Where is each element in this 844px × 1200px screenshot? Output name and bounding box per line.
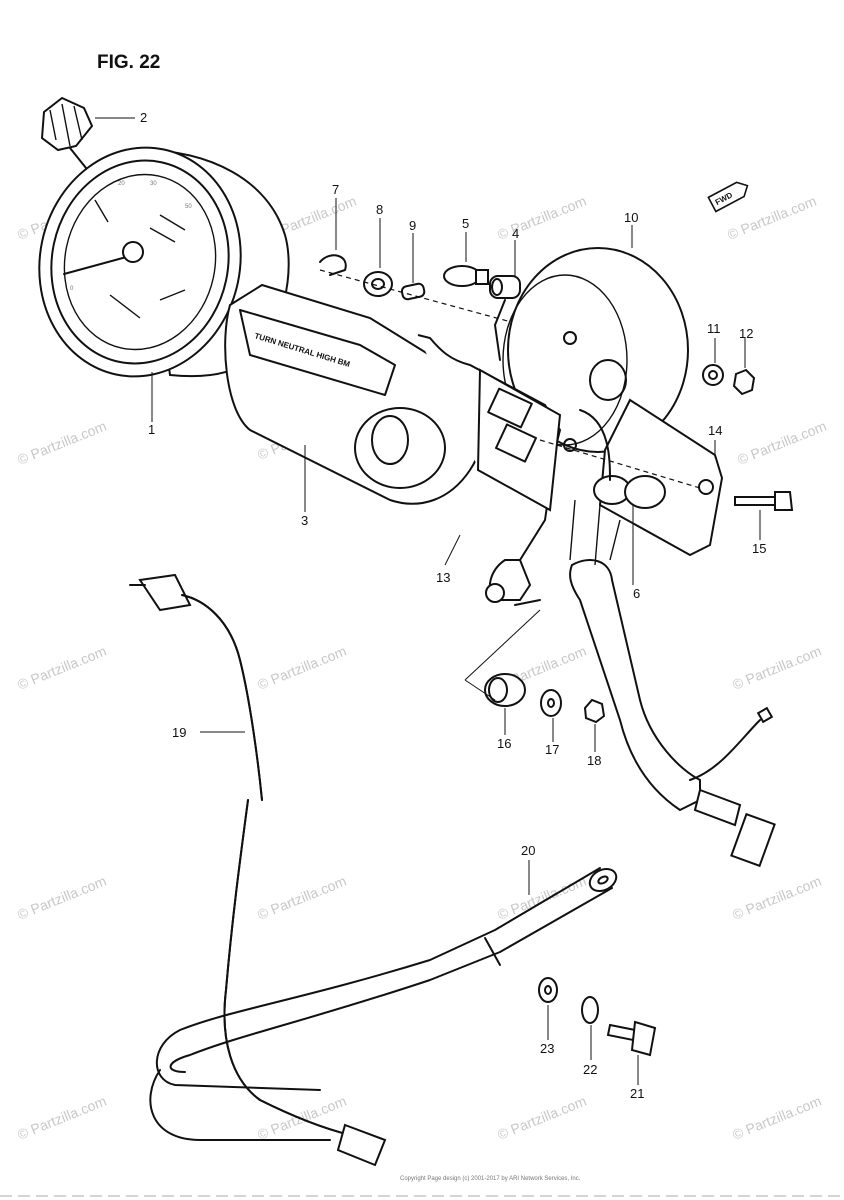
part-7-clip bbox=[319, 254, 347, 276]
watermark: © Partzilla.com bbox=[15, 1093, 108, 1143]
watermark: © Partzilla.com bbox=[15, 873, 108, 923]
part-8-grommet bbox=[363, 271, 393, 297]
watermark: © Partzilla.com bbox=[255, 643, 348, 693]
watermark: © Partzilla.com bbox=[255, 1093, 348, 1143]
callout-14: 14 bbox=[708, 423, 722, 438]
part-17-washer bbox=[540, 689, 562, 717]
part-23-washer bbox=[538, 977, 558, 1003]
callout-23: 23 bbox=[540, 1041, 554, 1056]
watermark: © Partzilla.com bbox=[495, 193, 588, 243]
watermark: © Partzilla.com bbox=[730, 643, 823, 693]
watermark: © Partzilla.com bbox=[255, 873, 348, 923]
callout-10: 10 bbox=[624, 210, 638, 225]
leader-lines bbox=[95, 117, 761, 1085]
watermark: © Partzilla.com bbox=[725, 193, 818, 243]
part-19-speedometer-cable bbox=[129, 573, 387, 1167]
part-13-bracket bbox=[417, 334, 577, 606]
callout-11: 11 bbox=[707, 321, 721, 336]
callout-1: 1 bbox=[148, 422, 155, 437]
callout-18: 18 bbox=[587, 753, 601, 768]
callout-19: 19 bbox=[172, 725, 186, 740]
part-14-indicator-case bbox=[539, 398, 724, 557]
callout-7: 7 bbox=[332, 182, 339, 197]
part-6-bulb-socket bbox=[579, 409, 666, 509]
callout-17: 17 bbox=[545, 742, 559, 757]
part-5-bulb bbox=[443, 265, 489, 287]
watermark: © Partzilla.com bbox=[495, 1093, 588, 1143]
part-3-indicator-housing: TURN NEUTRAL HIGH BM bbox=[224, 283, 486, 505]
svg-text:30: 30 bbox=[150, 181, 157, 187]
part-18-nut bbox=[583, 698, 606, 724]
svg-text:20: 20 bbox=[118, 181, 125, 187]
callout-13: 13 bbox=[436, 570, 450, 585]
callout-4: 4 bbox=[512, 226, 519, 241]
callout-21: 21 bbox=[630, 1086, 644, 1101]
part-21-bolt bbox=[606, 1020, 657, 1057]
wiring-harness bbox=[569, 499, 776, 868]
part-22-lock-washer bbox=[581, 996, 599, 1024]
callout-labels: 1 2 3 4 5 6 7 8 9 10 11 12 13 14 15 16 1… bbox=[140, 110, 766, 1101]
svg-text:0: 0 bbox=[70, 286, 74, 292]
callout-20: 20 bbox=[521, 843, 535, 858]
callout-3: 3 bbox=[301, 513, 308, 528]
footer-copyright: Copyright Page design (c) 2001-2017 by A… bbox=[400, 1176, 581, 1182]
watermark: © Partzilla.com bbox=[15, 418, 108, 468]
part-2-reset-knob bbox=[40, 96, 94, 169]
svg-text:50: 50 bbox=[185, 204, 192, 210]
callout-15: 15 bbox=[752, 541, 766, 556]
callout-22: 22 bbox=[583, 1062, 597, 1077]
part-16-grommet bbox=[484, 673, 526, 707]
part-20-cable-guide bbox=[149, 867, 618, 1141]
part-12-nut bbox=[732, 368, 756, 396]
callout-9: 9 bbox=[409, 218, 416, 233]
watermark: © Partzilla.com bbox=[495, 873, 588, 923]
callout-6: 6 bbox=[633, 586, 640, 601]
forward-direction-badge: FWD bbox=[707, 181, 749, 213]
callout-5: 5 bbox=[462, 216, 469, 231]
callout-16: 16 bbox=[497, 736, 511, 751]
callout-8: 8 bbox=[376, 202, 383, 217]
part-15-bolt bbox=[734, 491, 794, 511]
watermark: © Partzilla.com bbox=[730, 873, 823, 923]
callout-2: 2 bbox=[140, 110, 147, 125]
callout-12: 12 bbox=[739, 326, 753, 341]
watermark: © Partzilla.com bbox=[730, 1093, 823, 1143]
watermark: © Partzilla.com bbox=[15, 643, 108, 693]
part-11-washer bbox=[702, 364, 724, 386]
part-4-socket bbox=[489, 275, 521, 361]
figure-title: FIG. 22 bbox=[97, 52, 160, 73]
watermark: © Partzilla.com bbox=[735, 418, 828, 468]
part-9-plug bbox=[400, 282, 426, 301]
